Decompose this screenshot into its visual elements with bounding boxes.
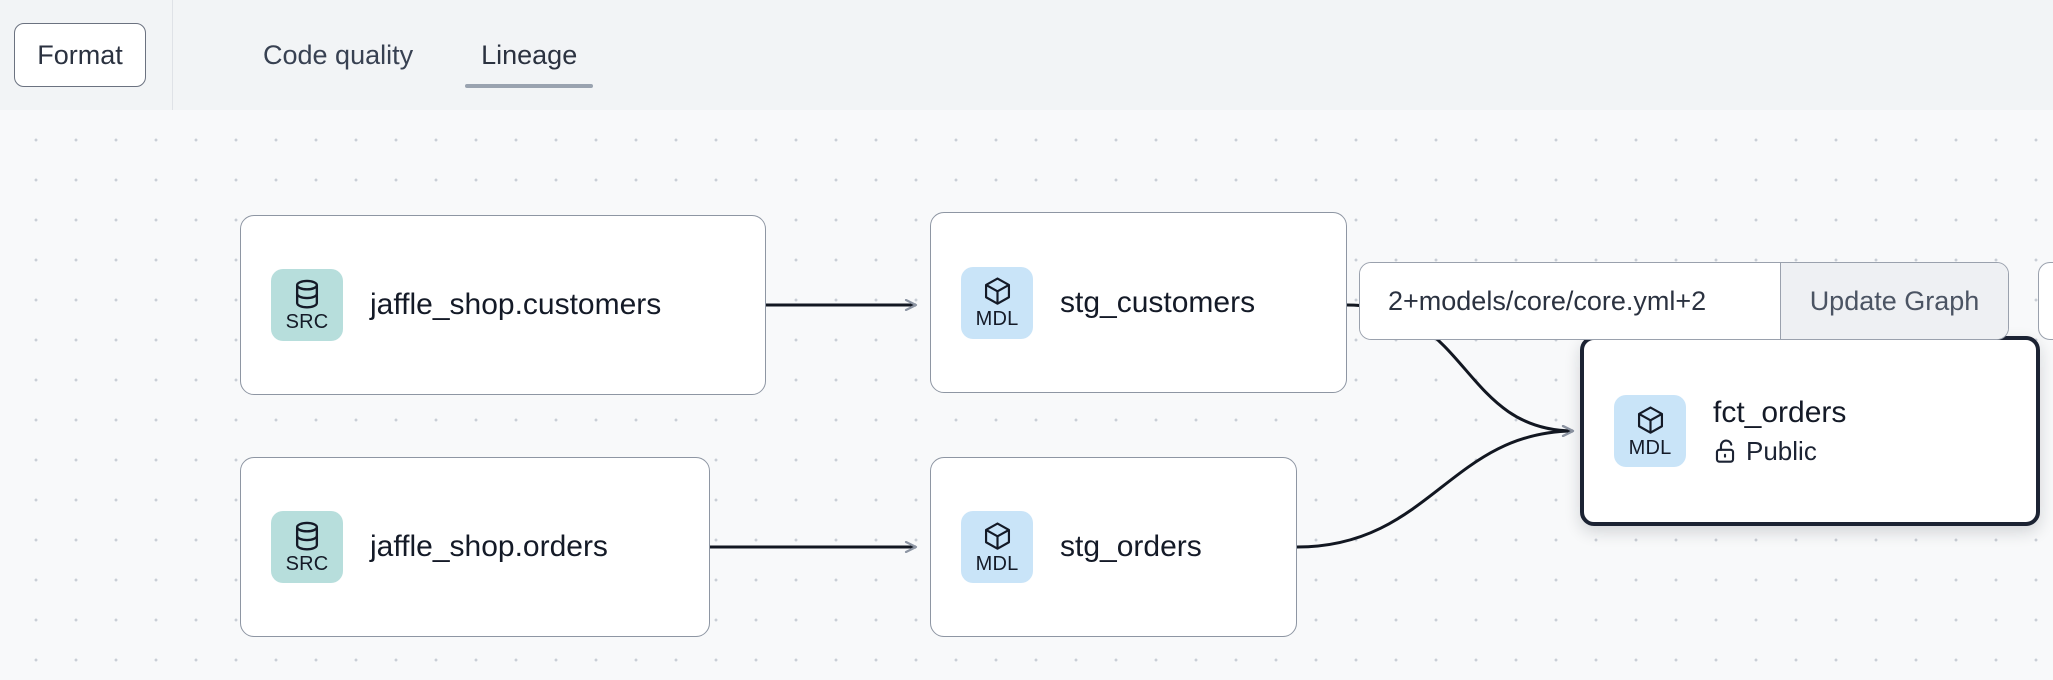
graph-selector-input[interactable]	[1360, 263, 1780, 339]
node-body: jaffle_shop.orders	[370, 529, 608, 564]
node-title: jaffle_shop.orders	[370, 530, 608, 564]
cube-icon	[982, 276, 1013, 309]
lineage-node-stg-orders[interactable]: MDL stg_orders	[930, 457, 1297, 637]
mdl-badge: MDL	[1614, 395, 1686, 467]
toolbar-left-group: Format	[0, 0, 173, 110]
lineage-node-stg-customers[interactable]: MDL stg_customers	[930, 212, 1347, 393]
editor-toolbar: Format Code quality Lineage	[0, 0, 2053, 110]
node-title: jaffle_shop.customers	[370, 288, 662, 322]
lineage-canvas[interactable]: Update Graph SRC jaffle_shop.customers	[0, 110, 2053, 680]
edge-stg-orders-to-fct-orders	[1296, 431, 1573, 549]
mdl-badge-label: MDL	[975, 552, 1019, 575]
mdl-badge-label: MDL	[975, 308, 1019, 330]
node-title: stg_orders	[1060, 530, 1202, 564]
node-title: stg_customers	[1060, 285, 1256, 319]
graph-selector-group: Update Graph	[1359, 262, 2009, 340]
mdl-badge: MDL	[961, 266, 1033, 339]
cube-icon	[982, 521, 1013, 554]
node-body: stg_orders	[1060, 529, 1202, 564]
cube-icon	[1635, 405, 1666, 438]
node-title: fct_orders	[1713, 396, 1847, 430]
update-graph-button[interactable]: Update Graph	[1780, 263, 2008, 339]
node-body: fct_orders Public	[1713, 395, 1846, 466]
database-icon	[292, 521, 322, 554]
mdl-badge-label: MDL	[1628, 436, 1672, 459]
tab-code-quality[interactable]: Code quality	[263, 39, 414, 70]
tab-bar: Code quality Lineage	[173, 0, 611, 110]
node-body: stg_customers	[1060, 285, 1255, 320]
node-body: jaffle_shop.customers	[370, 287, 661, 322]
lineage-node-jaffle-shop-orders[interactable]: SRC jaffle_shop.orders	[240, 457, 710, 637]
src-badge: SRC	[271, 511, 343, 583]
src-badge-label: SRC	[285, 310, 329, 333]
tab-lineage[interactable]: Lineage	[447, 0, 611, 110]
unlock-icon	[1713, 438, 1737, 464]
node-access-label: Public	[1746, 435, 1817, 466]
format-button[interactable]: Format	[14, 23, 146, 87]
lineage-node-jaffle-shop-customers[interactable]: SRC jaffle_shop.customers	[240, 215, 766, 395]
graph-controls-panel[interactable]	[2038, 262, 2053, 340]
database-icon	[292, 279, 322, 312]
lineage-node-fct-orders[interactable]: MDL fct_orders Public	[1580, 336, 2040, 526]
node-access-row: Public	[1713, 436, 1846, 467]
mdl-badge: MDL	[961, 511, 1033, 583]
src-badge-label: SRC	[285, 552, 329, 575]
src-badge: SRC	[271, 269, 343, 341]
